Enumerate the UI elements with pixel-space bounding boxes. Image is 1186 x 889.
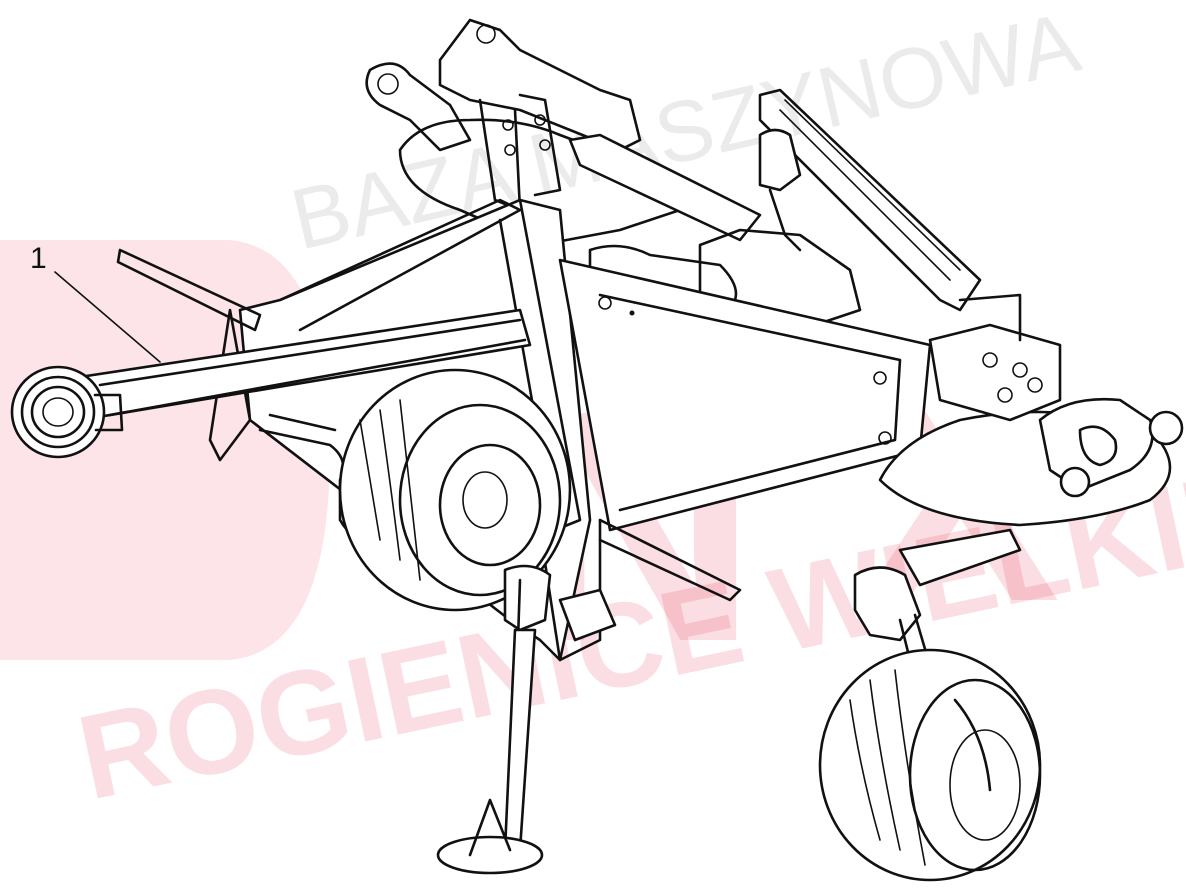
pto-yoke bbox=[10, 365, 124, 459]
callout-label-1: 1 bbox=[30, 242, 47, 275]
right-gearbox bbox=[878, 293, 1184, 527]
center-wheel bbox=[338, 368, 572, 612]
callout-leader-1 bbox=[54, 271, 161, 363]
watermark-top-line: BAZA MASZYNOWA bbox=[283, 0, 1089, 269]
parking-jack bbox=[436, 564, 552, 875]
machine-drawing bbox=[10, 18, 1184, 882]
caster-wheel bbox=[818, 648, 1042, 882]
caster-arm bbox=[853, 528, 1022, 792]
hitch-bracket bbox=[365, 18, 642, 212]
